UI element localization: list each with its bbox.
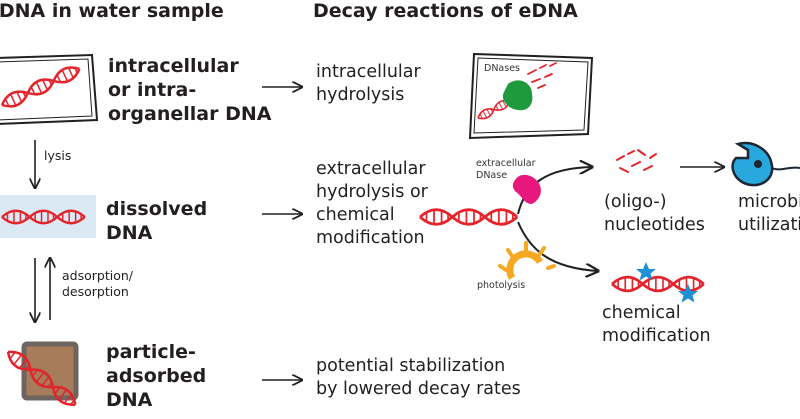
microbial-utilization-label: microbial utilization [738,192,800,235]
pink-enzyme-icon [512,174,541,204]
right-header: Decay reactions of eDNA [313,0,578,22]
dnases-label: DNases [484,63,520,74]
curve-arrow-hydrolysis [517,167,592,215]
photolysis-label: photolysis [477,280,526,291]
cell-box-icon [0,53,99,125]
nucleotide-fragments-icon [616,149,657,173]
lysis-label: lysis [44,148,72,163]
stabilization-label: potential stabilization by lowered decay… [316,356,521,399]
extracellular-hydrolysis-label: extracellular hydrolysis or chemical mod… [316,159,428,248]
dissolved-dna-label: dissolved DNA [106,198,208,244]
sun-icon [498,241,556,280]
nucleotides-label: (oligo-) nucleotides [604,192,705,235]
intracellular-hydrolysis-label: intracellular hydrolysis [316,62,421,105]
modified-dna-icon [610,262,706,303]
hydrolysis-cell-icon [468,52,594,140]
particle-adsorbed-dna-label: particle- adsorbed DNA [106,341,207,411]
curve-arrow-modification [517,221,598,271]
particle-icon [2,341,81,412]
adsorption-label: adsorption/ desorption [62,268,133,299]
left-header: eDNA in water sample [0,0,224,22]
intracellular-dna-label: intracellular or intra- organellar DNA [108,55,272,125]
chemical-modification-label: chemical modification [602,303,711,346]
extracellular-dna-helix-icon [418,208,519,226]
extracellular-dnase-label: extracellular DNase [476,158,536,181]
microbe-icon [731,141,800,187]
